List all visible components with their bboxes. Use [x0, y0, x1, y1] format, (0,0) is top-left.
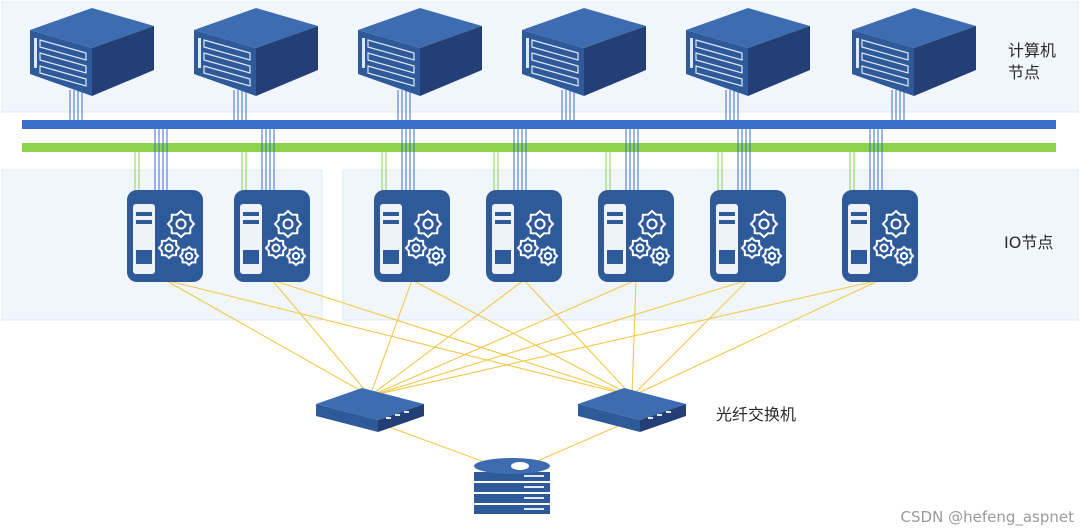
- io-uplinks-2: [241, 129, 275, 196]
- fiber-link: [369, 279, 881, 397]
- fiber-link: [411, 279, 633, 397]
- fiber-link: [369, 279, 637, 397]
- io-node-6: [710, 190, 786, 282]
- fiber-link: [369, 279, 525, 397]
- fiber-link: [271, 279, 371, 397]
- io-node-3: [374, 190, 450, 282]
- fiber-link: [631, 279, 749, 397]
- storage-array: [474, 458, 550, 514]
- io-uplinks-4: [493, 129, 527, 196]
- fiber-link: [164, 279, 371, 397]
- compute-node-6: [852, 8, 976, 120]
- fiber-link: [631, 279, 637, 397]
- compute-nodes-label-line1: 计算机: [1008, 41, 1057, 60]
- compute-node-3: [358, 8, 482, 120]
- io-uplinks-7: [849, 129, 883, 196]
- io-node-7: [842, 190, 918, 282]
- io-uplinks-3: [381, 129, 415, 196]
- fiber-link: [369, 279, 749, 397]
- fiber-link: [271, 279, 633, 397]
- fiber-link: [369, 279, 413, 397]
- io-node-1: [127, 190, 203, 282]
- fiber-link: [523, 279, 633, 397]
- io-uplinks-1: [134, 129, 168, 196]
- storage-network-bus: [22, 143, 1056, 152]
- compute-network-bus: [22, 120, 1056, 129]
- io-node-2: [234, 190, 310, 282]
- watermark: CSDN @hefeng_aspnet: [900, 508, 1074, 526]
- fiber-switch-1: [316, 388, 424, 432]
- fiber-link: [631, 279, 881, 397]
- io-nodes-label: IO节点: [1004, 233, 1054, 252]
- fiber-switch-2: [578, 388, 686, 432]
- fiber-link: [164, 279, 633, 397]
- io-uplinks-6: [717, 129, 751, 196]
- io-uplinks-5: [605, 129, 639, 196]
- io-node-4: [486, 190, 562, 282]
- compute-node-5: [686, 8, 810, 120]
- compute-nodes-label-line2: 节点: [1008, 63, 1041, 82]
- compute-node-1: [30, 8, 154, 120]
- fiber-switch-label: 光纤交换机: [716, 405, 797, 424]
- compute-node-2: [194, 8, 318, 120]
- io-node-5: [598, 190, 674, 282]
- compute-nodes-label: 计算机 节点: [1008, 40, 1056, 84]
- compute-node-4: [522, 8, 646, 120]
